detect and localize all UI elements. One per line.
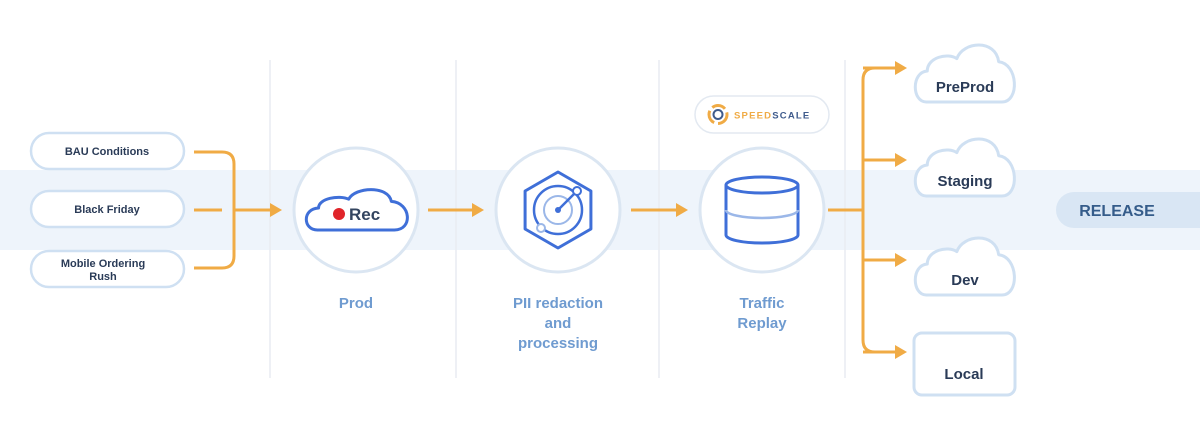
hexagon-outline bbox=[523, 170, 593, 250]
input-pill-label: Rush bbox=[89, 271, 117, 283]
target-connector bbox=[828, 61, 907, 359]
release-label: RELEASE bbox=[1079, 203, 1155, 220]
hexagon-radar-icon bbox=[523, 170, 593, 250]
input-pill-label: BAU Conditions bbox=[65, 146, 149, 158]
radar-blip bbox=[572, 186, 582, 196]
target-cloud bbox=[913, 137, 1016, 198]
target-label: PreProd bbox=[936, 79, 994, 96]
radar-blip bbox=[536, 223, 546, 233]
input-pill: Black Friday bbox=[29, 189, 186, 229]
input-connector bbox=[194, 150, 282, 270]
target-cloud bbox=[913, 236, 1016, 297]
arrow-head bbox=[895, 61, 907, 75]
radar-sweep bbox=[557, 193, 575, 211]
cloud-outline bbox=[304, 188, 409, 232]
db-middle bbox=[724, 209, 800, 220]
database-icon bbox=[724, 175, 800, 245]
stage-label: processing bbox=[518, 335, 598, 352]
stage-label: Replay bbox=[737, 315, 787, 332]
stage-circle bbox=[698, 146, 826, 274]
radar-outer-ring bbox=[532, 184, 584, 236]
target-dev: Dev bbox=[913, 236, 1016, 297]
stage-label: and bbox=[545, 315, 572, 332]
brand-wordmark: SPEEDSCALE bbox=[734, 111, 810, 122]
radar-center bbox=[555, 207, 561, 213]
logo-ring bbox=[707, 104, 729, 125]
target-label: Dev bbox=[951, 272, 979, 289]
arrow-head bbox=[676, 203, 688, 217]
cloud-rec-icon: Rec bbox=[304, 188, 409, 232]
input-pill-box bbox=[29, 131, 186, 171]
rec-label: Rec bbox=[349, 205, 380, 224]
target-cloud bbox=[913, 43, 1016, 104]
input-pill: BAU Conditions bbox=[29, 131, 186, 171]
arrow-head bbox=[895, 345, 907, 359]
arrow-head bbox=[472, 203, 484, 217]
release-badge: RELEASE bbox=[1056, 192, 1200, 228]
stage-arrow bbox=[631, 203, 688, 217]
brand-wordmark-speed: SPEED bbox=[734, 111, 772, 122]
input-pill-box bbox=[29, 249, 186, 289]
target-local: Local bbox=[912, 331, 1017, 397]
target-preprod: PreProd bbox=[913, 43, 1016, 104]
rec-dot bbox=[333, 208, 345, 220]
stage-label: Prod bbox=[339, 295, 373, 312]
stage-arrow bbox=[428, 203, 484, 217]
input-pill-label: Mobile Ordering bbox=[61, 258, 145, 270]
stage-label: PII redaction bbox=[513, 295, 603, 312]
target-label: Staging bbox=[938, 173, 993, 190]
speedscale-logo-icon bbox=[707, 104, 729, 125]
logo-core bbox=[712, 109, 724, 120]
arrow-head bbox=[270, 203, 282, 217]
stage-pii: PII redaction and processing bbox=[494, 146, 622, 352]
brand-wordmark-scale: SCALE bbox=[772, 111, 810, 122]
arrow-head bbox=[895, 153, 907, 167]
input-pill-label: Black Friday bbox=[74, 204, 140, 216]
target-box bbox=[912, 331, 1017, 397]
speedscale-brand: SPEEDSCALE bbox=[694, 95, 830, 134]
input-pill-box bbox=[29, 189, 186, 229]
target-label: Local bbox=[944, 366, 983, 383]
db-bottom bbox=[724, 234, 800, 245]
brand-pill bbox=[694, 95, 830, 134]
radar-inner-ring bbox=[543, 195, 573, 225]
stage-label: Traffic bbox=[739, 295, 784, 312]
release-pill bbox=[1056, 192, 1200, 228]
target-staging: Staging bbox=[913, 137, 1016, 198]
arrow-head bbox=[895, 253, 907, 267]
